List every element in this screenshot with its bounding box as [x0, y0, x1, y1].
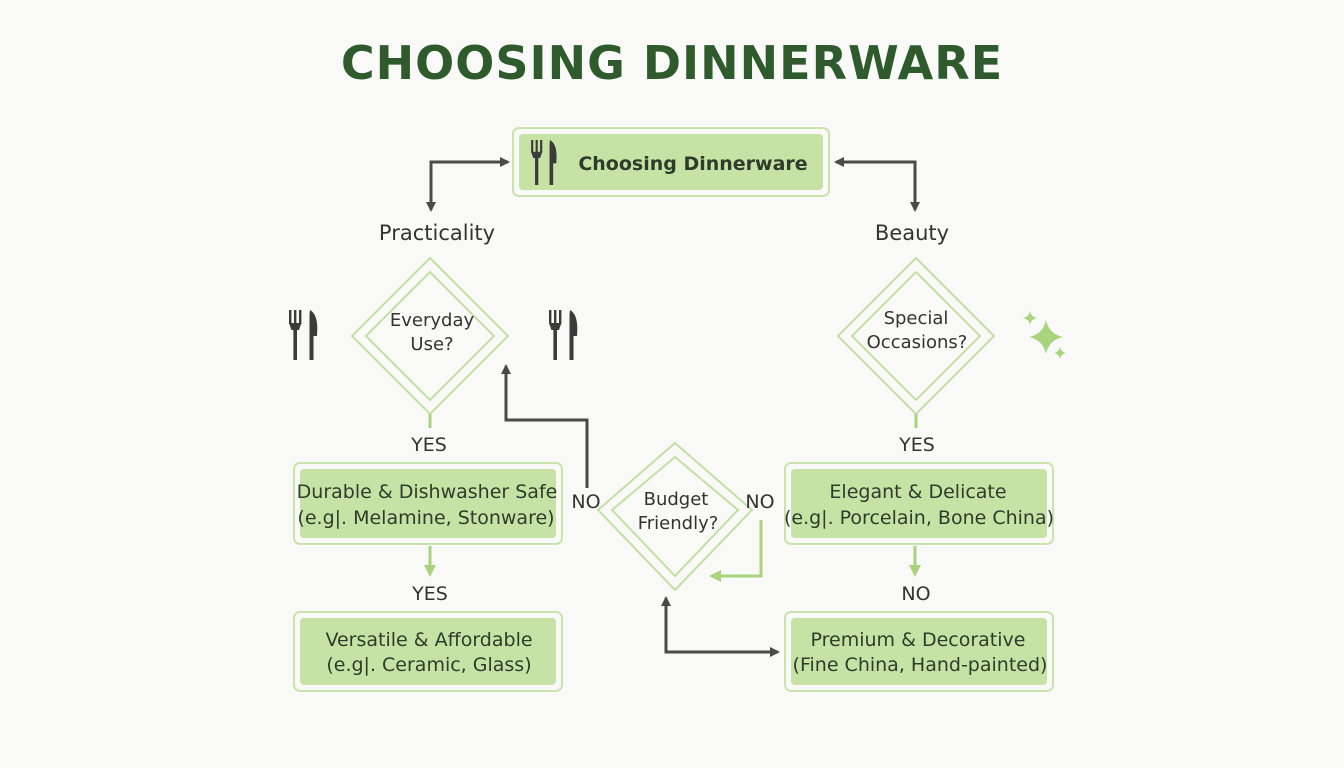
label-no-right: NO [745, 491, 774, 513]
arrow-budget-to-everyday [501, 364, 589, 488]
special-line2: Occasions? [867, 332, 968, 353]
box-premium: Premium & Decorative (Fine China, Hand-p… [784, 611, 1054, 692]
special-line1: Special [884, 308, 949, 329]
budget-line2: Friendly? [638, 513, 719, 534]
budget-line1: Budget [644, 489, 709, 510]
fork-knife-icon [289, 310, 318, 360]
everyday-line2: Use? [410, 334, 453, 355]
box-versatile: Versatile & Affordable (e.g|. Ceramic, G… [293, 611, 563, 692]
decision-special: Special Occasions? [836, 256, 996, 416]
label-no-left: NO [571, 491, 600, 513]
premium-line2: (Fine China, Hand-painted) [793, 654, 1048, 676]
box-durable: Durable & Dishwasher Safe (e.g|. Melamin… [293, 462, 563, 545]
page-title: CHOOSING DINNERWARE [340, 36, 1004, 90]
arrow-budget-no-right [709, 520, 763, 582]
label-yes-everyday: YES [410, 434, 447, 456]
decision-everyday: Everyday Use? [350, 256, 510, 416]
everyday-line1: Everyday [390, 310, 475, 331]
durable-line1: Durable & Dishwasher Safe [297, 481, 558, 503]
root-label: Choosing Dinnerware [578, 153, 807, 175]
fork-knife-icon [549, 310, 578, 360]
root-node: Choosing Dinnerware [512, 127, 830, 197]
branch-beauty: Beauty [875, 221, 949, 245]
decision-budget: Budget Friendly? [596, 441, 754, 592]
elegant-line1: Elegant & Delicate [829, 481, 1006, 503]
branch-practicality: Practicality [379, 221, 495, 245]
elegant-line2: (e.g|. Porcelain, Bone China) [784, 507, 1054, 529]
box-elegant: Elegant & Delicate (e.g|. Porcelain, Bon… [784, 462, 1054, 545]
versatile-line1: Versatile & Affordable [325, 629, 532, 651]
versatile-line2: (e.g|. Ceramic, Glass) [326, 654, 531, 676]
label-no-elegant: NO [901, 583, 930, 605]
arrow-root-to-right [838, 160, 920, 212]
sparkle-icon [1023, 311, 1066, 359]
premium-line1: Premium & Decorative [811, 629, 1026, 651]
label-yes-special: YES [898, 434, 935, 456]
label-yes-durable: YES [411, 583, 448, 605]
durable-line2: (e.g|. Melamine, Stonware) [297, 507, 554, 529]
arrow-budget-to-premium [664, 600, 780, 657]
arrow-root-to-left [426, 160, 505, 212]
